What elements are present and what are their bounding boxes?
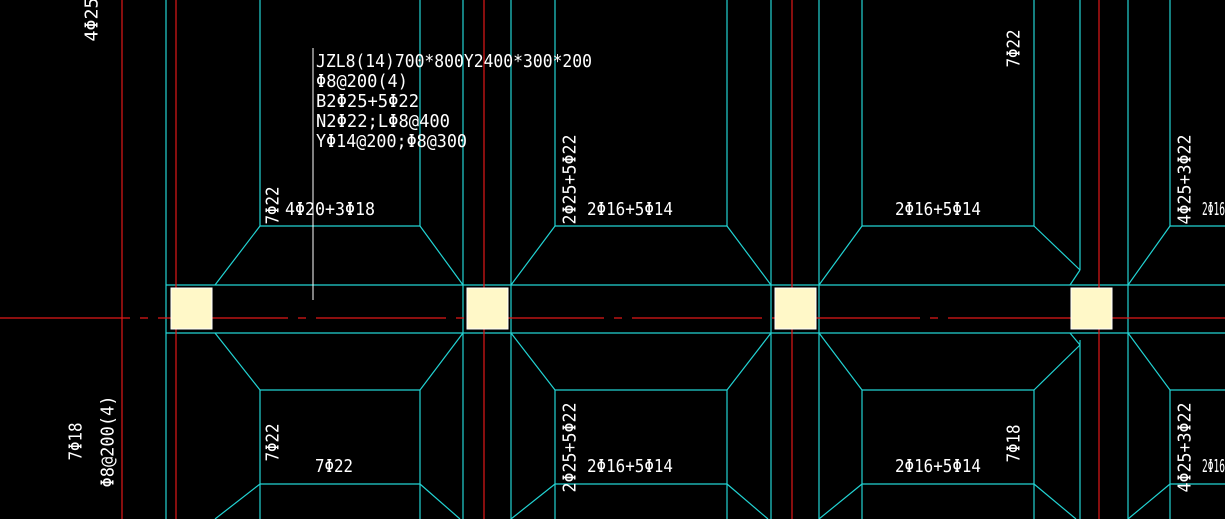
beam-annotation-line3: B2Φ25+5Φ22 bbox=[316, 91, 419, 112]
bay2-bottom-vertical-label: 2Φ25+5Φ22 bbox=[560, 403, 581, 493]
column-3 bbox=[774, 287, 817, 330]
bay4-top-haunch bbox=[1127, 0, 1225, 286]
bay1-bottom-haunch bbox=[214, 332, 464, 519]
bay4-bottom-label: 2Φ16 bbox=[1202, 456, 1225, 477]
rebar-labels-vertical: 4Φ25 7Φ18 Φ8@200(4) 7Φ22 2Φ25+5Φ22 7Φ22 … bbox=[66, 0, 1196, 493]
bay3-top-label: 2Φ16+5Φ14 bbox=[895, 199, 981, 220]
column-4 bbox=[1070, 287, 1113, 330]
bay4-bottom-haunch bbox=[1127, 332, 1225, 519]
bay2-top-vertical-label: 2Φ25+5Φ22 bbox=[560, 135, 581, 225]
bay2-bottom-label: 2Φ16+5Φ14 bbox=[587, 456, 673, 477]
column-1 bbox=[170, 287, 213, 330]
bay4-top-vertical-label: 4Φ25+3Φ22 bbox=[1175, 135, 1196, 225]
left-top-vertical-label: 4Φ25 bbox=[82, 0, 103, 42]
bay2-top-label: 2Φ16+5Φ14 bbox=[587, 199, 673, 220]
left-bottom-vertical-1: 7Φ18 bbox=[66, 423, 87, 461]
bay4-top-label: 2Φ16 bbox=[1202, 199, 1225, 220]
bay2-top-haunch bbox=[510, 0, 772, 286]
bay2-bottom-haunch bbox=[510, 332, 772, 519]
beam-annotation-line2: Φ8@200(4) bbox=[316, 71, 408, 92]
rebar-labels-horizontal: 4Φ20+3Φ18 2Φ16+5Φ14 2Φ16+5Φ14 2Φ16 7Φ22 … bbox=[285, 199, 1225, 477]
bay1-top-vertical-label: 7Φ22 bbox=[263, 187, 284, 225]
column-2 bbox=[466, 287, 509, 330]
bay1-bottom-vertical-label: 7Φ22 bbox=[263, 424, 284, 462]
bay3-bottom-haunch bbox=[818, 332, 1081, 519]
bay1-top-haunch bbox=[214, 0, 464, 286]
beam-annotation-line5: YΦ14@200;Φ8@300 bbox=[316, 131, 467, 152]
left-bottom-vertical-2: Φ8@200(4) bbox=[98, 396, 119, 488]
bay1-bottom-label: 7Φ22 bbox=[315, 456, 353, 477]
columns bbox=[170, 287, 1113, 330]
bay3-top-vertical-right: 7Φ22 bbox=[1004, 30, 1025, 68]
bay3-bottom-vertical-right: 7Φ18 bbox=[1004, 425, 1025, 463]
beam-annotation-line4: N2Φ22;LΦ8@400 bbox=[316, 111, 450, 132]
bay4-bottom-vertical-label: 4Φ25+3Φ22 bbox=[1175, 403, 1196, 493]
beam-annotation[interactable]: JZL8(14)700*800Y2400*300*200 Φ8@200(4) B… bbox=[316, 51, 592, 152]
bay3-top-haunch bbox=[818, 0, 1081, 286]
beam-edge-lines bbox=[165, 0, 1225, 519]
beam-annotation-line1: JZL8(14)700*800Y2400*300*200 bbox=[316, 51, 592, 72]
bay1-top-label: 4Φ20+3Φ18 bbox=[285, 199, 375, 220]
bay3-bottom-label: 2Φ16+5Φ14 bbox=[895, 456, 981, 477]
